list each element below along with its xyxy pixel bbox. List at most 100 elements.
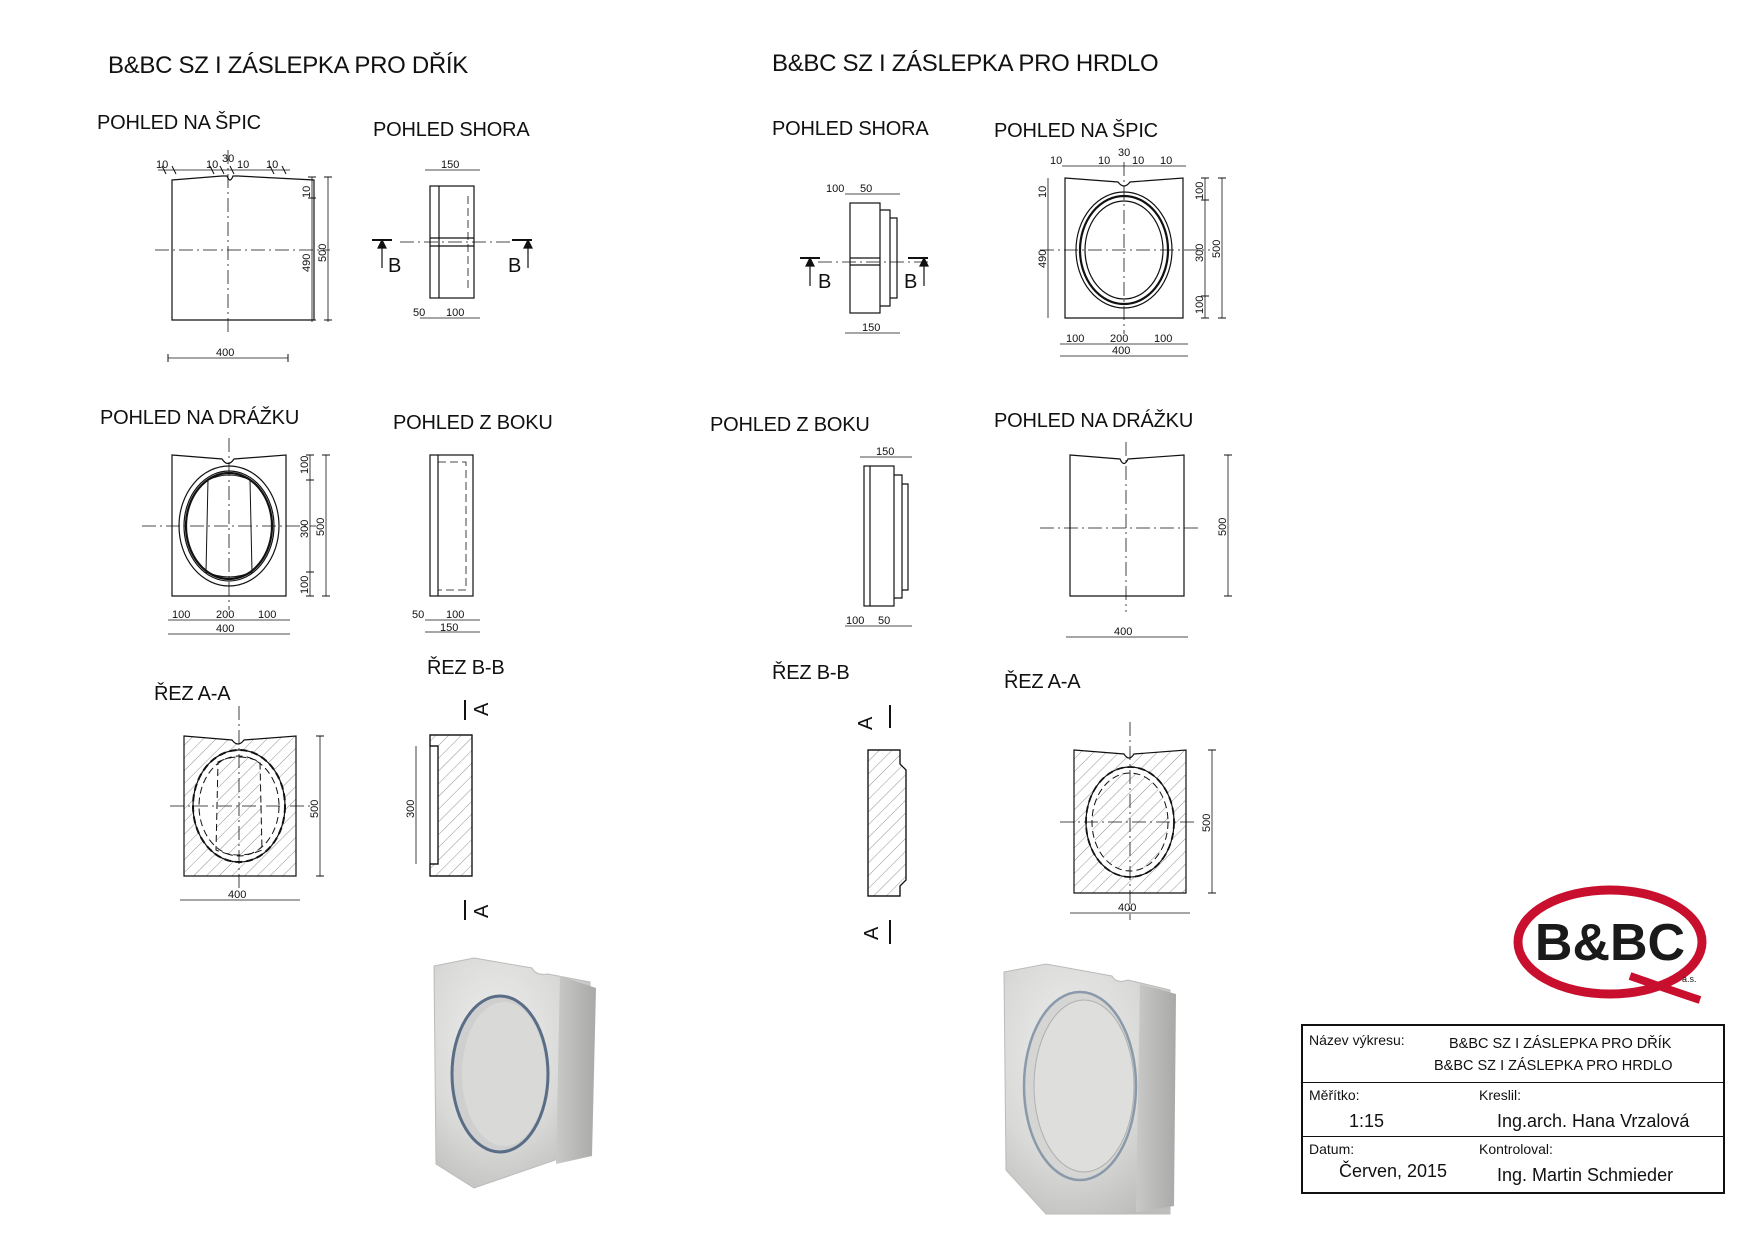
left-title: B&BC SZ I ZÁSLEPKA PRO DŘÍK [108, 52, 469, 79]
right-view-spic-label: POHLED NA ŠPIC [994, 120, 1158, 142]
left-rez-bb-section [415, 700, 473, 920]
dim-text: 10 [237, 159, 249, 171]
left-3d-render [433, 957, 596, 1189]
dim-text: 100 [172, 609, 190, 621]
dim-text: 10 [156, 159, 168, 171]
dim-text: 100 [826, 183, 844, 195]
nazev-label: Název výkresu: [1309, 1032, 1405, 1048]
datum-value: Červen, 2015 [1339, 1161, 1448, 1181]
right-view-drazku-label: POHLED NA DRÁŽKU [994, 410, 1194, 432]
dim-text: 10 [301, 186, 313, 198]
dim-text: 150 [440, 622, 458, 634]
dim-text: 100 [1066, 333, 1084, 345]
dim-text: 100 [846, 615, 864, 627]
left-view-spic-label: POHLED NA ŠPIC [97, 112, 261, 134]
section-letter: B [904, 271, 917, 293]
left-drazku-view [142, 438, 330, 635]
dim-text: 50 [878, 615, 890, 627]
dim-text: 500 [315, 518, 327, 536]
right-view-shora-label: POHLED SHORA [772, 118, 929, 140]
logo-sub-text: a.s. [1682, 974, 1697, 984]
nazev-line1: B&BC SZ I ZÁSLEPKA PRO DŘÍK [1449, 1036, 1672, 1052]
dim-text: 150 [441, 159, 459, 171]
section-letters: B B B B A A A A [388, 255, 917, 940]
dim-text: 400 [216, 623, 234, 635]
dim-text: 100 [446, 307, 464, 319]
logo-text: B&BC [1535, 914, 1685, 972]
left-rez-aa-label: ŘEZ A-A [154, 683, 231, 705]
bbc-logo: B&BC a.s. [1510, 880, 1710, 1010]
left-spic-view [155, 150, 332, 362]
title-block-row-name: Název výkresu: B&BC SZ I ZÁSLEPKA PRO DŘ… [1303, 1026, 1723, 1083]
dim-text: 100 [299, 576, 311, 594]
section-letter: A [855, 716, 877, 730]
meritko-value: 1:15 [1349, 1111, 1385, 1131]
dim-text: 50 [860, 183, 872, 195]
dim-text: 50 [413, 307, 425, 319]
section-letter: B [508, 255, 521, 277]
dim-text: 400 [216, 347, 234, 359]
dim-text: 10 [1037, 186, 1049, 198]
dim-text: 150 [876, 446, 894, 458]
right-rez-bb-section [867, 705, 907, 944]
right-shora-view [800, 193, 930, 334]
dim-text: 500 [1211, 240, 1223, 258]
left-rez-bb-label: ŘEZ B-B [427, 657, 505, 679]
dim-text: 100 [446, 609, 464, 621]
left-shora-view [372, 169, 533, 319]
left-boku-view [425, 454, 480, 633]
section-letter: B [818, 271, 831, 293]
right-boku-view [845, 456, 912, 627]
dim-text: 10 [1098, 155, 1110, 167]
dim-text: 50 [412, 609, 424, 621]
section-letter: B [388, 255, 401, 277]
dim-text: 30 [222, 153, 234, 165]
left-view-drazku-label: POHLED NA DRÁŽKU [100, 407, 300, 429]
dim-text: 490 [1037, 250, 1049, 268]
dim-text: 10 [1132, 155, 1144, 167]
dim-text: 100 [258, 609, 276, 621]
dim-text: 10 [266, 159, 278, 171]
dim-text: 490 [301, 254, 313, 272]
kontroloval-value: Ing. Martin Schmieder [1497, 1165, 1674, 1185]
title-block: Název výkresu: B&BC SZ I ZÁSLEPKA PRO DŘ… [1301, 1024, 1725, 1194]
dim-text: 30 [1118, 147, 1130, 159]
right-rez-bb-label: ŘEZ B-B [772, 662, 850, 684]
right-view-boku-label: POHLED Z BOKU [710, 414, 870, 436]
dim-text: 100 [1194, 182, 1206, 200]
kreslil-label: Kreslil: [1479, 1087, 1522, 1103]
dim-text: 300 [299, 520, 311, 538]
dim-text: 200 [1110, 333, 1128, 345]
left-rez-aa-section [170, 706, 324, 901]
dim-text: 400 [1118, 902, 1136, 914]
datum-label: Datum: [1309, 1141, 1355, 1157]
nazev-line2: B&BC SZ I ZÁSLEPKA PRO HRDLO [1434, 1058, 1673, 1074]
dim-text: 100 [299, 456, 311, 474]
dim-text: 150 [862, 322, 880, 334]
dim-text: 300 [1194, 244, 1206, 262]
dim-text: 500 [1217, 518, 1229, 536]
dim-text: 400 [228, 889, 246, 901]
right-spic-view [1040, 162, 1226, 357]
section-letter: A [471, 702, 493, 716]
right-3d-render [1003, 963, 1176, 1215]
dim-text: 10 [1050, 155, 1062, 167]
dimension-texts: 10 10 30 10 10 400 10 490 500 150 50 100… [156, 147, 1229, 914]
right-rez-aa-label: ŘEZ A-A [1004, 671, 1081, 693]
dim-text: 100 [1154, 333, 1172, 345]
kreslil-value: Ing.arch. Hana Vrzalová [1497, 1111, 1690, 1131]
title-block-row-scale: Měřítko: 1:15 Kreslil: Ing.arch. Hana Vr… [1303, 1083, 1723, 1137]
left-view-boku-label: POHLED Z BOKU [393, 412, 553, 434]
logo-ring-icon [1513, 885, 1707, 999]
title-block-row-date: Datum: Červen, 2015 Kontroloval: Ing. Ma… [1303, 1137, 1723, 1192]
right-drazku-view [1040, 442, 1232, 638]
left-view-shora-label: POHLED SHORA [373, 119, 530, 141]
right-title: B&BC SZ I ZÁSLEPKA PRO HRDLO [772, 50, 1159, 77]
section-letter: A [471, 904, 493, 918]
dim-text: 10 [1160, 155, 1172, 167]
meritko-label: Měřítko: [1309, 1087, 1360, 1103]
dim-text: 100 [1194, 296, 1206, 314]
dim-text: 500 [317, 244, 329, 262]
section-letter: A [861, 926, 883, 940]
